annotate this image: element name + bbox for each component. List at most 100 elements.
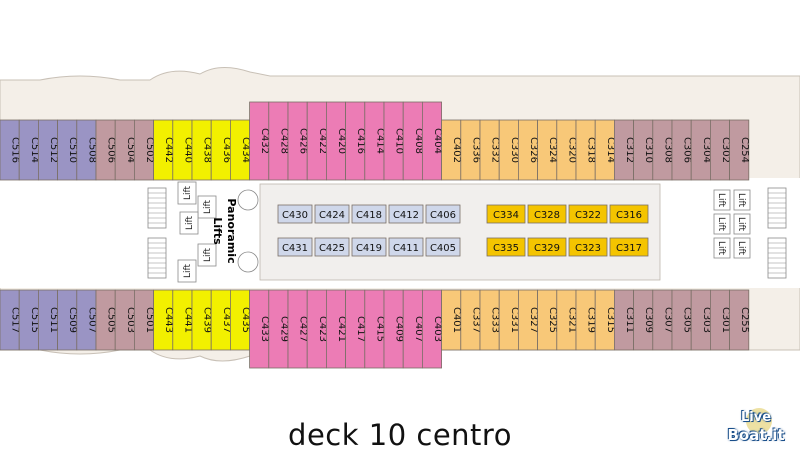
cabin-top-c318[interactable]: C318 [575,119,597,181]
cabin-top-c434[interactable]: C434 [229,119,251,181]
cabin-top-c514[interactable]: C514 [18,119,40,181]
cabin-bottom-c511[interactable]: C511 [38,289,59,351]
cabin-top-c306[interactable]: C306 [671,119,693,181]
cabin-top-c324[interactable]: C324 [537,119,559,181]
cabin-bottom-c307[interactable]: C307 [652,289,674,351]
cabin-bottom-c515[interactable]: C515 [18,289,40,351]
cabin-top-c508[interactable]: C508 [76,119,98,181]
cabin-bottom-c415[interactable]: C415 [364,289,386,369]
cabin-top-c408[interactable]: C408 [402,101,424,181]
center-cabin-c424[interactable]: C424 [314,204,350,224]
center-cabin-c418[interactable]: C418 [351,204,387,224]
cabin-bottom-c303[interactable]: C303 [690,289,712,351]
cabin-bottom-c503[interactable]: C503 [114,289,136,351]
center-cabin-c431[interactable]: C431 [277,237,313,257]
center-cabin-c322[interactable]: C322 [568,204,608,224]
cabin-top-c504[interactable]: C504 [114,119,136,181]
cabin-bottom-c305[interactable]: C305 [671,289,693,351]
cabin-top-c414[interactable]: C414 [364,101,386,181]
cabin-top-c410[interactable]: C410 [383,101,405,181]
cabin-top-c422[interactable]: C422 [306,101,328,181]
cabin-top-c438[interactable]: C438 [191,119,213,181]
center-cabin-c411[interactable]: C411 [388,237,424,257]
center-cabin-c323[interactable]: C323 [568,237,608,257]
cabin-bottom-c509[interactable]: C509 [57,289,79,351]
cabin-bottom-c441[interactable]: C441 [172,289,194,351]
cabin-bottom-c333[interactable]: C333 [479,289,501,351]
cabin-bottom-c331[interactable]: C331 [498,289,520,351]
center-cabin-c335[interactable]: C335 [486,237,526,257]
cabin-top-c512[interactable]: C512 [38,119,59,181]
cabin-bottom-c507[interactable]: C507 [76,289,98,351]
cabin-bottom-c409[interactable]: C409 [383,289,405,369]
cabin-bottom-c429[interactable]: C429 [268,289,290,369]
cabin-bottom-c325[interactable]: C325 [537,289,559,351]
cabin-top-c302[interactable]: C302 [710,119,731,181]
cabin-bottom-c421[interactable]: C421 [325,289,347,369]
cabin-top-c510[interactable]: C510 [57,119,79,181]
cabin-bottom-c315[interactable]: C315 [594,289,616,351]
cabin-top-c442[interactable]: C442 [153,119,175,181]
cabin-bottom-c321[interactable]: C321 [556,289,578,351]
cabin-top-c308[interactable]: C308 [652,119,674,181]
cabin-top-c502[interactable]: C502 [133,119,155,181]
cabin-bottom-c505[interactable]: C505 [95,289,117,351]
cabin-top-c426[interactable]: C426 [287,101,309,181]
cabin-bottom-c337[interactable]: C337 [460,289,482,351]
center-cabin-c406[interactable]: C406 [425,204,461,224]
cabin-top-c404[interactable]: C404 [421,101,443,181]
cabin-top-c310[interactable]: C310 [633,119,655,181]
center-cabin-c329[interactable]: C329 [527,237,567,257]
cabin-label: C515 [29,307,40,333]
cabin-bottom-c417[interactable]: C417 [345,289,367,369]
cabin-bottom-c501[interactable]: C501 [133,289,155,351]
cabin-label: C401 [451,307,462,333]
cabin-top-c432[interactable]: C432 [249,101,271,181]
center-cabin-c419[interactable]: C419 [351,237,387,257]
cabin-bottom-c311[interactable]: C311 [614,289,635,351]
cabin-top-c506[interactable]: C506 [95,119,117,181]
center-cabin-c412[interactable]: C412 [388,204,424,224]
cabin-top-c254[interactable]: C254 [729,119,751,181]
cabin-bottom-c255[interactable]: C255 [729,289,751,351]
cabin-bottom-c423[interactable]: C423 [306,289,328,369]
cabin-bottom-c437[interactable]: C437 [210,289,232,351]
cabin-top-c304[interactable]: C304 [690,119,712,181]
center-cabin-c405[interactable]: C405 [425,237,461,257]
cabin-top-c440[interactable]: C440 [172,119,194,181]
center-cabin-c425[interactable]: C425 [314,237,350,257]
cabin-top-c330[interactable]: C330 [498,119,520,181]
cabin-label: C417 [355,316,366,342]
cabin-top-c312[interactable]: C312 [614,119,635,181]
cabin-bottom-c433[interactable]: C433 [249,289,271,369]
cabin-bottom-c319[interactable]: C319 [575,289,597,351]
cabin-label: C503 [125,307,136,333]
center-cabin-c316[interactable]: C316 [609,204,649,224]
cabin-top-c326[interactable]: C326 [518,119,539,181]
cabin-top-c436[interactable]: C436 [210,119,232,181]
cabin-bottom-c403[interactable]: C403 [421,289,443,369]
cabin-top-c428[interactable]: C428 [268,101,290,181]
cabin-bottom-c435[interactable]: C435 [229,289,251,351]
cabin-bottom-c517[interactable]: C517 [0,289,21,351]
cabin-top-c332[interactable]: C332 [479,119,501,181]
cabin-bottom-c301[interactable]: C301 [710,289,731,351]
center-cabin-c328[interactable]: C328 [527,204,567,224]
cabin-top-c420[interactable]: C420 [325,101,347,181]
cabin-bottom-c427[interactable]: C427 [287,289,309,369]
center-cabin-c334[interactable]: C334 [486,204,526,224]
cabin-bottom-c309[interactable]: C309 [633,289,655,351]
cabin-top-c336[interactable]: C336 [460,119,482,181]
cabin-bottom-c439[interactable]: C439 [191,289,213,351]
cabin-bottom-c407[interactable]: C407 [402,289,424,369]
cabin-bottom-c401[interactable]: C401 [441,289,463,351]
center-cabin-c430[interactable]: C430 [277,204,313,224]
cabin-top-c402[interactable]: C402 [441,119,463,181]
cabin-top-c516[interactable]: C516 [0,119,21,181]
center-cabin-c317[interactable]: C317 [609,237,649,257]
cabin-bottom-c443[interactable]: C443 [153,289,175,351]
cabin-top-c320[interactable]: C320 [556,119,578,181]
cabin-bottom-c327[interactable]: C327 [518,289,539,351]
cabin-top-c416[interactable]: C416 [345,101,367,181]
cabin-top-c314[interactable]: C314 [594,119,616,181]
